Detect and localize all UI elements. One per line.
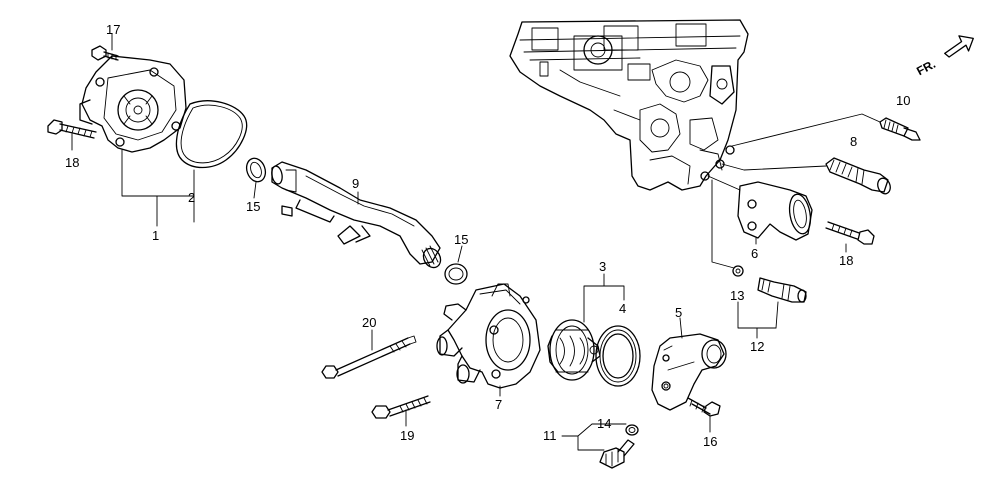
water-outlet-fitting-8 — [825, 157, 891, 195]
callout-11: 11 — [543, 428, 557, 443]
bolt-16 — [687, 397, 721, 417]
water-pump-gasket — [175, 100, 248, 169]
thermostat-housing — [436, 283, 541, 389]
callout-7: 7 — [495, 397, 502, 412]
front-direction-arrow-icon: FR. — [914, 35, 974, 78]
thermostat-seal — [595, 325, 641, 387]
callout-20: 20 — [362, 315, 376, 330]
bolt-18-right — [825, 221, 875, 245]
sealing-washer-14 — [625, 424, 639, 436]
callout-19: 19 — [400, 428, 414, 443]
bolt-19 — [371, 395, 431, 419]
callout-13: 13 — [730, 288, 744, 303]
thermostat — [547, 319, 601, 381]
callout-9: 9 — [352, 176, 359, 191]
callout-14: 14 — [597, 416, 611, 431]
bolt-20 — [321, 335, 417, 379]
temperature-sensor-11 — [599, 439, 635, 469]
callout-18-right: 18 — [839, 253, 853, 268]
callout-3: 3 — [599, 259, 606, 274]
callout-15-lower: 15 — [454, 232, 468, 247]
water-pump — [79, 55, 187, 153]
sensor-10 — [879, 117, 921, 141]
thermostat-cover — [651, 333, 727, 411]
callout-1: 1 — [152, 228, 159, 243]
callout-12: 12 — [750, 339, 764, 354]
callout-18-left: 18 — [65, 155, 79, 170]
callout-15-upper: 15 — [246, 199, 260, 214]
callout-16: 16 — [703, 434, 717, 449]
o-ring-15-lower — [444, 263, 468, 285]
front-direction-label: FR. — [914, 57, 938, 78]
sealing-washer-13 — [732, 265, 744, 277]
temperature-sensor-12 — [757, 277, 807, 303]
callout-2: 2 — [188, 190, 195, 205]
callout-numbers: 17 18 2 1 15 9 15 20 19 7 3 4 5 11 14 16… — [65, 22, 910, 449]
engine-block — [509, 19, 749, 191]
connecting-pipe — [271, 161, 442, 269]
callout-17: 17 — [106, 22, 120, 37]
callout-8: 8 — [850, 134, 857, 149]
o-ring-15-upper — [245, 157, 267, 183]
callout-5: 5 — [675, 305, 682, 320]
water-outlet-6 — [737, 181, 813, 241]
callout-10: 10 — [896, 93, 910, 108]
callout-6: 6 — [751, 246, 758, 261]
bolt-18-left — [47, 119, 97, 139]
bolt-17 — [91, 45, 119, 61]
leader-lines — [71, 33, 881, 451]
callout-4: 4 — [619, 301, 626, 316]
